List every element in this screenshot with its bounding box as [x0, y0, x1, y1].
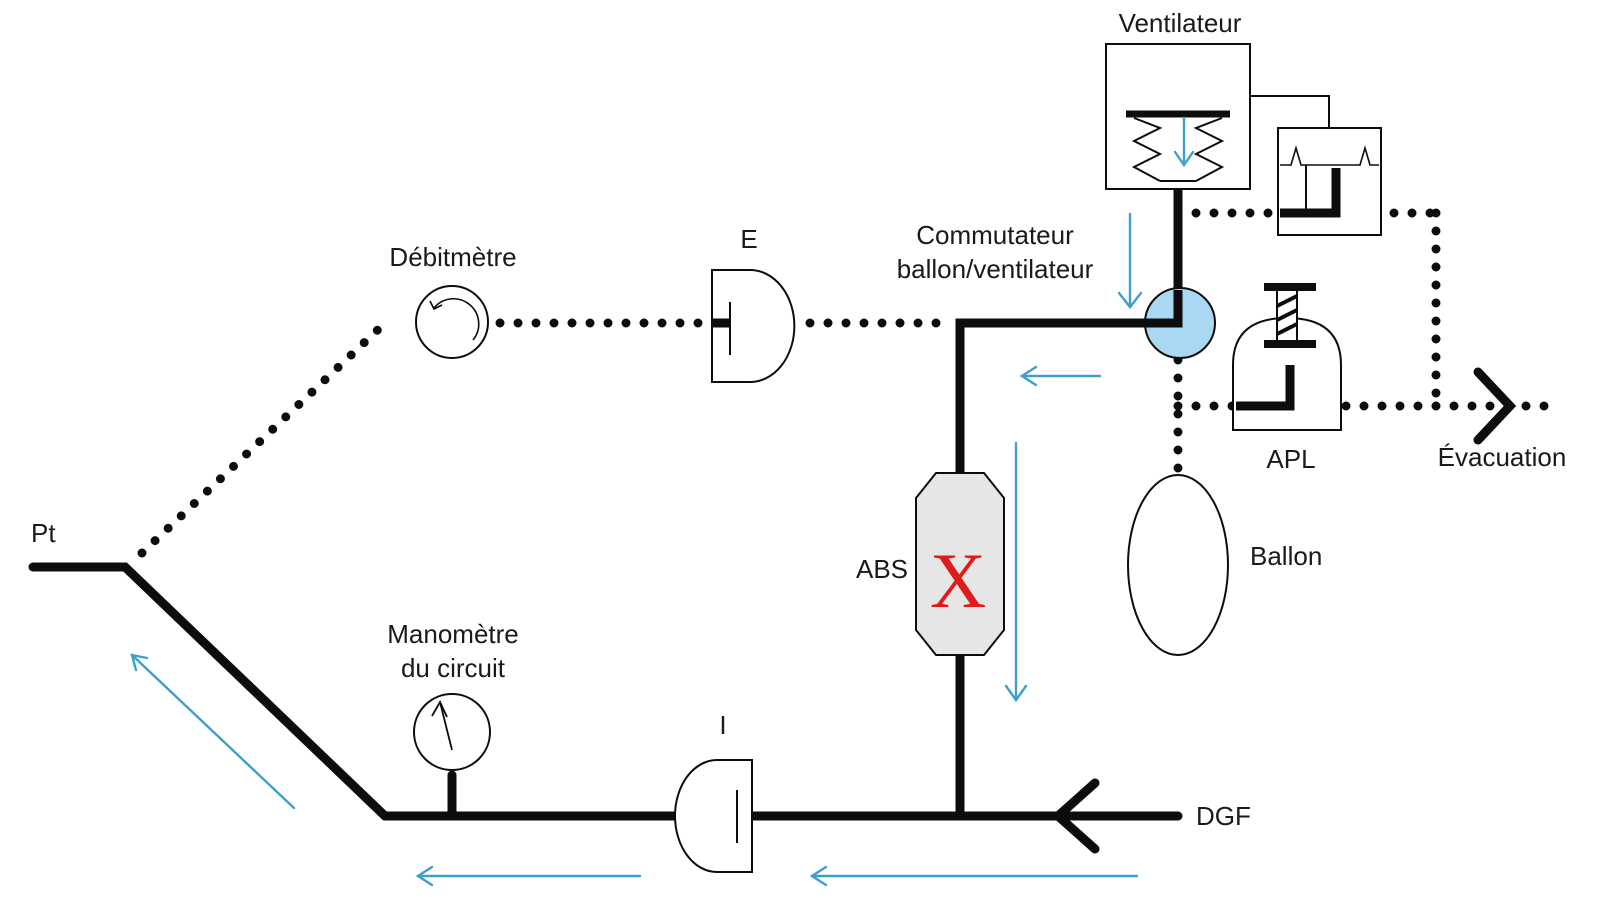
fresh-gas-chevron: [1051, 778, 1100, 854]
dotted-patient-to-flowmeter: [137, 317, 391, 558]
label-absorber: ABS: [856, 554, 908, 584]
absorber-mark: X: [930, 537, 986, 624]
label-fresh-gas: DGF: [1196, 801, 1251, 831]
circuit-manometer: [413, 693, 491, 771]
relief-valve-waveform: [1280, 145, 1379, 166]
label-switch-line2: ballon/ventilateur: [897, 254, 1094, 284]
ventilator-drive-line: [1250, 95, 1330, 128]
inspiratory-valve: [674, 759, 753, 873]
ventilator-relief-valve: [1277, 127, 1382, 236]
label-expiratory-valve: E: [740, 224, 757, 254]
flowmeter-arrow-head: [429, 300, 443, 311]
flow-arrow-to-patient: [130, 653, 296, 810]
flow-arrow-ventilator: [1173, 116, 1195, 168]
label-bag: Ballon: [1250, 541, 1322, 571]
flow-arrow-down: [1004, 441, 1028, 703]
manometer-needle-head: [431, 700, 448, 718]
reservoir-bag: [1127, 474, 1229, 656]
label-evacuation: Évacuation: [1438, 442, 1567, 472]
evacuation-chevron: [1473, 367, 1517, 445]
label-ventilator: Ventilateur: [1119, 8, 1242, 38]
expiratory-valve: [711, 269, 796, 383]
flow-arrow-upper-left: [1019, 365, 1102, 387]
absorber-up-tube: [955, 318, 1183, 478]
flow-arrow-bottom-right: [809, 865, 1139, 887]
flow-arrow-to-switch: [1117, 212, 1143, 309]
dotted-paths: [137, 208, 1560, 558]
label-inspiratory-valve: I: [719, 710, 726, 740]
label-patient: Pt: [31, 518, 56, 548]
bellows-left: [1131, 117, 1163, 182]
flowmeter-rotation-icon: [433, 298, 480, 341]
circuit-tubing: [28, 183, 1183, 821]
bellows-right: [1193, 117, 1225, 182]
flow-arrows: [130, 116, 1195, 887]
bag-ventilator-switch: [1144, 287, 1216, 359]
co2-absorber: [915, 472, 1005, 656]
label-flowmeter: Débitmètre: [389, 242, 516, 272]
patient-limb: [28, 562, 390, 821]
label-manometer-line1: Manomètre: [387, 619, 519, 649]
apl-valve: [1232, 283, 1342, 431]
ventilator: [1105, 43, 1330, 190]
manometer-needle: [439, 701, 453, 751]
flowmeter: [415, 285, 489, 359]
label-apl: APL: [1266, 444, 1315, 474]
label-switch-line1: Commutateur: [916, 220, 1074, 250]
label-manometer-line2: du circuit: [401, 653, 506, 683]
flow-arrow-bottom-left: [415, 865, 642, 887]
labels: Ventilateur Commutateur ballon/ventilate…: [31, 8, 1566, 831]
